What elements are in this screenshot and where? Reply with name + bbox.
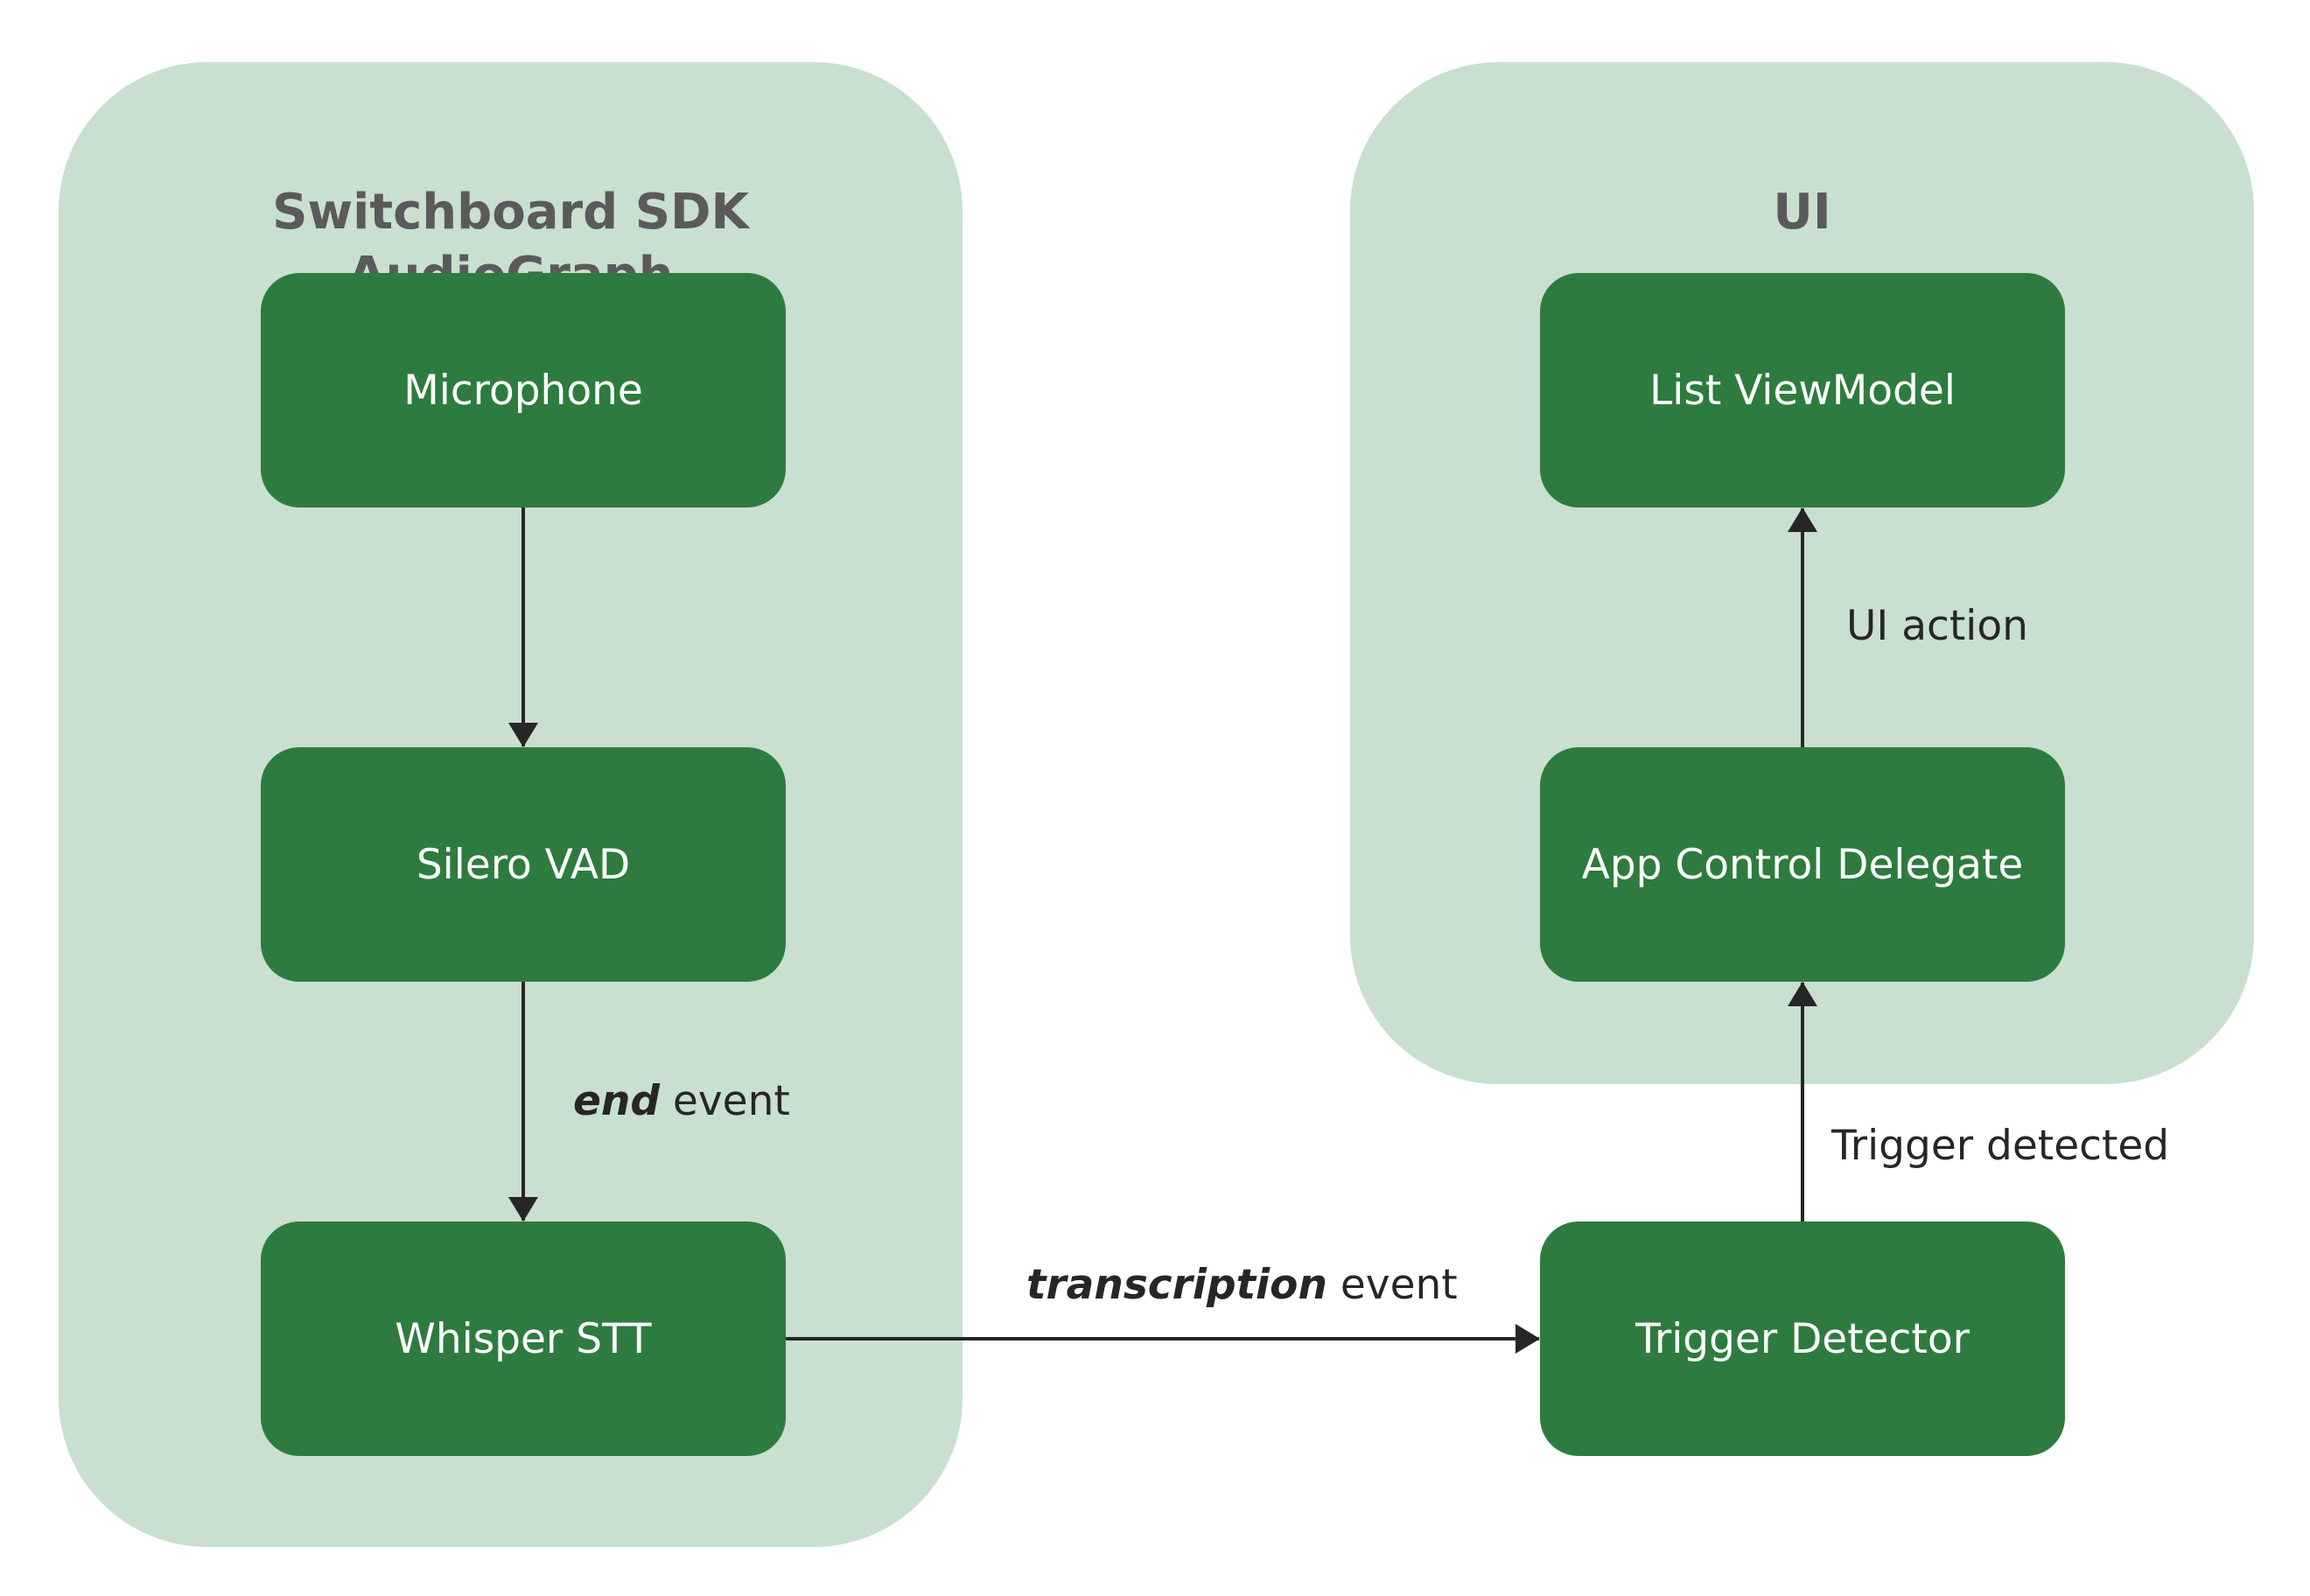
node-label-trigger-detector: Trigger Detector bbox=[1635, 1314, 1970, 1363]
node-label-whisper-stt: Whisper STT bbox=[395, 1314, 652, 1363]
node-label-silero-vad: Silero VAD bbox=[416, 840, 631, 889]
node-whisper-stt[interactable]: Whisper STT bbox=[261, 1222, 786, 1456]
edge-label-end-rest: event bbox=[659, 1077, 790, 1125]
edge-label-ui-action: UI action bbox=[1846, 602, 2028, 650]
edge-label-trigger-detected: Trigger detected bbox=[1831, 1122, 2170, 1170]
node-list-viewmodel[interactable]: List ViewModel bbox=[1540, 273, 2065, 508]
group-title-line-1: Switchboard SDK bbox=[272, 184, 749, 241]
edge-label-end-event: end event bbox=[573, 1077, 790, 1125]
node-microphone[interactable]: Microphone bbox=[261, 273, 786, 508]
node-label-list-viewmodel: List ViewModel bbox=[1649, 366, 1956, 415]
node-label-app-control-delegate: App Control Delegate bbox=[1581, 840, 2024, 889]
edge-label-transcription-emph: transcription bbox=[1026, 1261, 1327, 1309]
node-silero-vad[interactable]: Silero VAD bbox=[261, 747, 786, 982]
edge-label-end-emph: end bbox=[573, 1077, 660, 1125]
group-title-ui: UI bbox=[1773, 184, 1831, 241]
edge-label-transcription-rest: event bbox=[1326, 1261, 1458, 1309]
node-trigger-detector[interactable]: Trigger Detector bbox=[1540, 1222, 2065, 1456]
node-app-control-delegate[interactable]: App Control Delegate bbox=[1540, 747, 2065, 982]
node-label-microphone: Microphone bbox=[403, 366, 643, 415]
edge-label-transcription-event: transcription event bbox=[1026, 1261, 1458, 1309]
